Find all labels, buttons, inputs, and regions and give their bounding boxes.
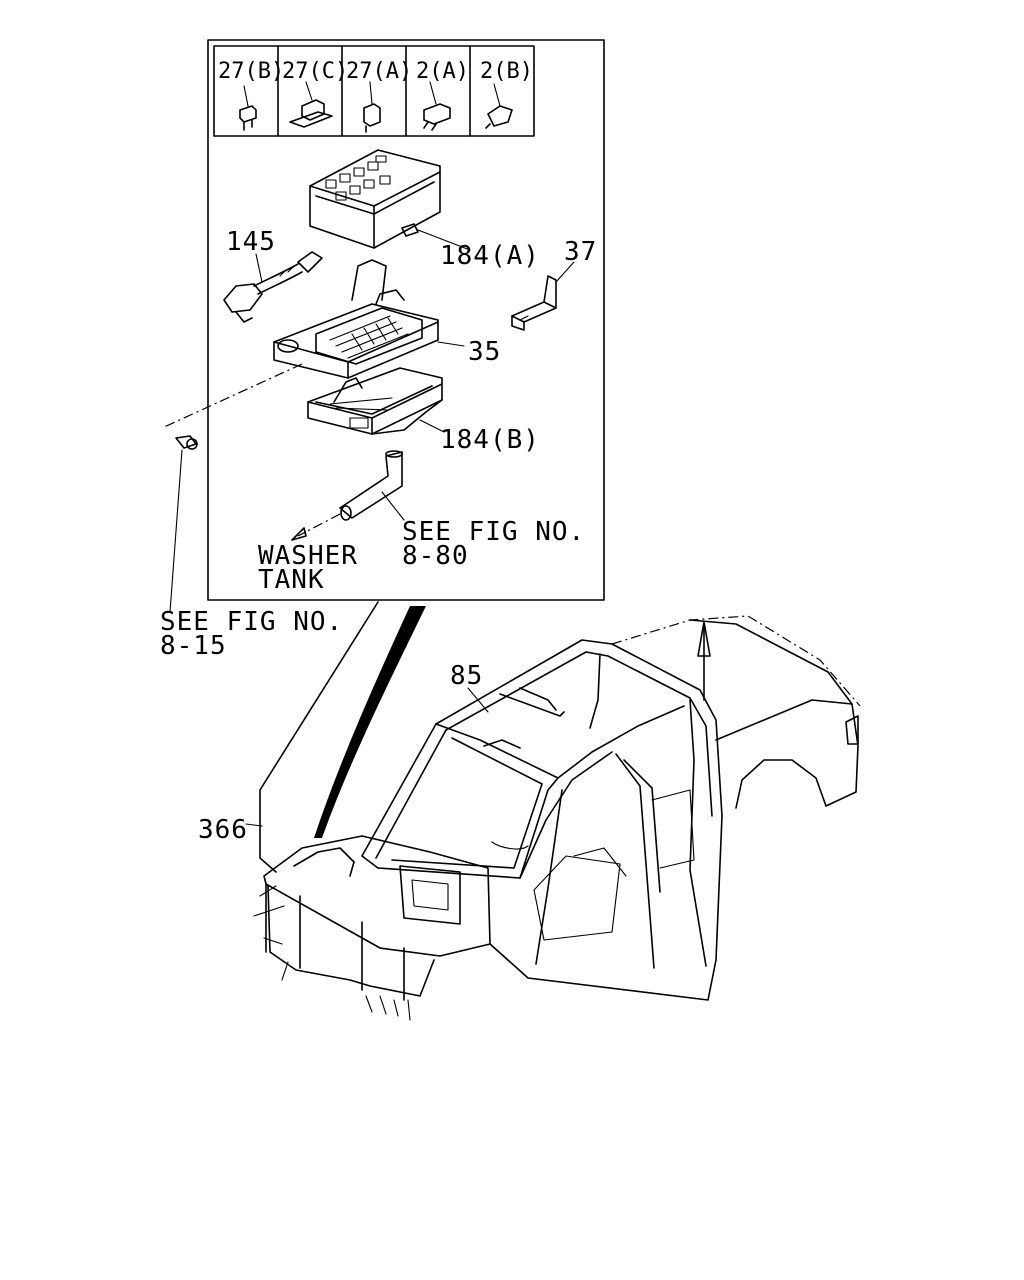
ref-fig-8-15-line1: SEE FIG NO. [160, 607, 343, 637]
fuse-27b-icon [239, 85, 257, 131]
ref-fig-8-80-line2: 8-80 [402, 541, 469, 571]
washer-hose [291, 450, 403, 541]
detail-frame [207, 39, 605, 601]
bracket-37 [511, 275, 557, 331]
relay-27a-icon [363, 81, 381, 133]
fusebox-body-35 [273, 259, 439, 379]
washer-tank-line2: TANK [258, 565, 325, 595]
detail-leader [259, 601, 379, 873]
fusebox-cover-184a [309, 149, 441, 249]
callout-35: 35 [468, 337, 501, 367]
relay-2a-icon [423, 81, 451, 131]
ref-fig-8-80-line1: SEE FIG NO. [402, 517, 585, 547]
hood-edge [314, 606, 426, 838]
callout-37: 37 [564, 237, 597, 267]
mount-leader [161, 363, 303, 429]
callout-184b: 184(B) [440, 425, 540, 455]
callout-145: 145 [226, 227, 276, 257]
relay-label-2a: 2(A) [416, 59, 469, 84]
relay-27c-icon [289, 81, 333, 128]
relay-label-27a: 27(A) [346, 59, 412, 84]
washer-tank-line1: WASHER [258, 541, 358, 571]
vehicle-body [253, 615, 861, 1021]
callout-366: 366 [198, 815, 248, 845]
relay-label-2b: 2(B) [480, 59, 533, 84]
relay-label-27c: 27(C) [282, 59, 348, 84]
relay-2b-icon [485, 83, 513, 129]
ground-bolt [175, 435, 198, 450]
fusebox-lower-184b [307, 367, 443, 435]
relay-table: 27(B) 27(C) 27(A) 2(A) 2(B) [213, 45, 535, 137]
ref-fig-8-15-line2: 8-15 [160, 631, 227, 661]
callout-85: 85 [450, 661, 483, 691]
callout-184a: 184(A) [440, 241, 540, 271]
pigtail-145 [223, 251, 323, 323]
relay-label-27b: 27(B) [218, 59, 284, 84]
